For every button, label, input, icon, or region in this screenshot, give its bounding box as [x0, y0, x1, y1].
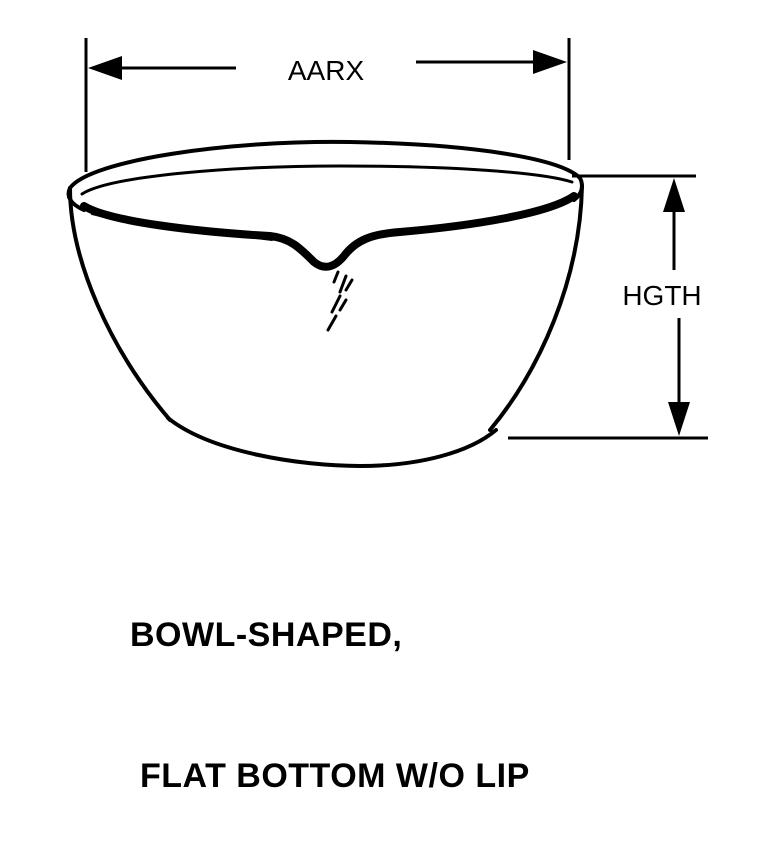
bowl-diagram: AARX HGTH: [66, 38, 708, 468]
width-arrowhead-left: [88, 56, 122, 80]
height-arrowhead-bottom: [668, 402, 690, 436]
spout-shading: [326, 270, 354, 332]
caption-line-1: BOWL-SHAPED,: [130, 616, 403, 654]
height-arrowhead-top: [663, 178, 685, 212]
caption-line-2: FLAT BOTTOM W/O LIP: [140, 757, 530, 795]
bowl-shape: [66, 139, 584, 468]
height-label: HGTH: [622, 280, 701, 311]
width-arrowhead-right: [533, 50, 567, 74]
caption: BOWL-SHAPED, FLAT BOTTOM W/O LIP: [130, 518, 530, 847]
width-label: AARX: [288, 55, 365, 86]
